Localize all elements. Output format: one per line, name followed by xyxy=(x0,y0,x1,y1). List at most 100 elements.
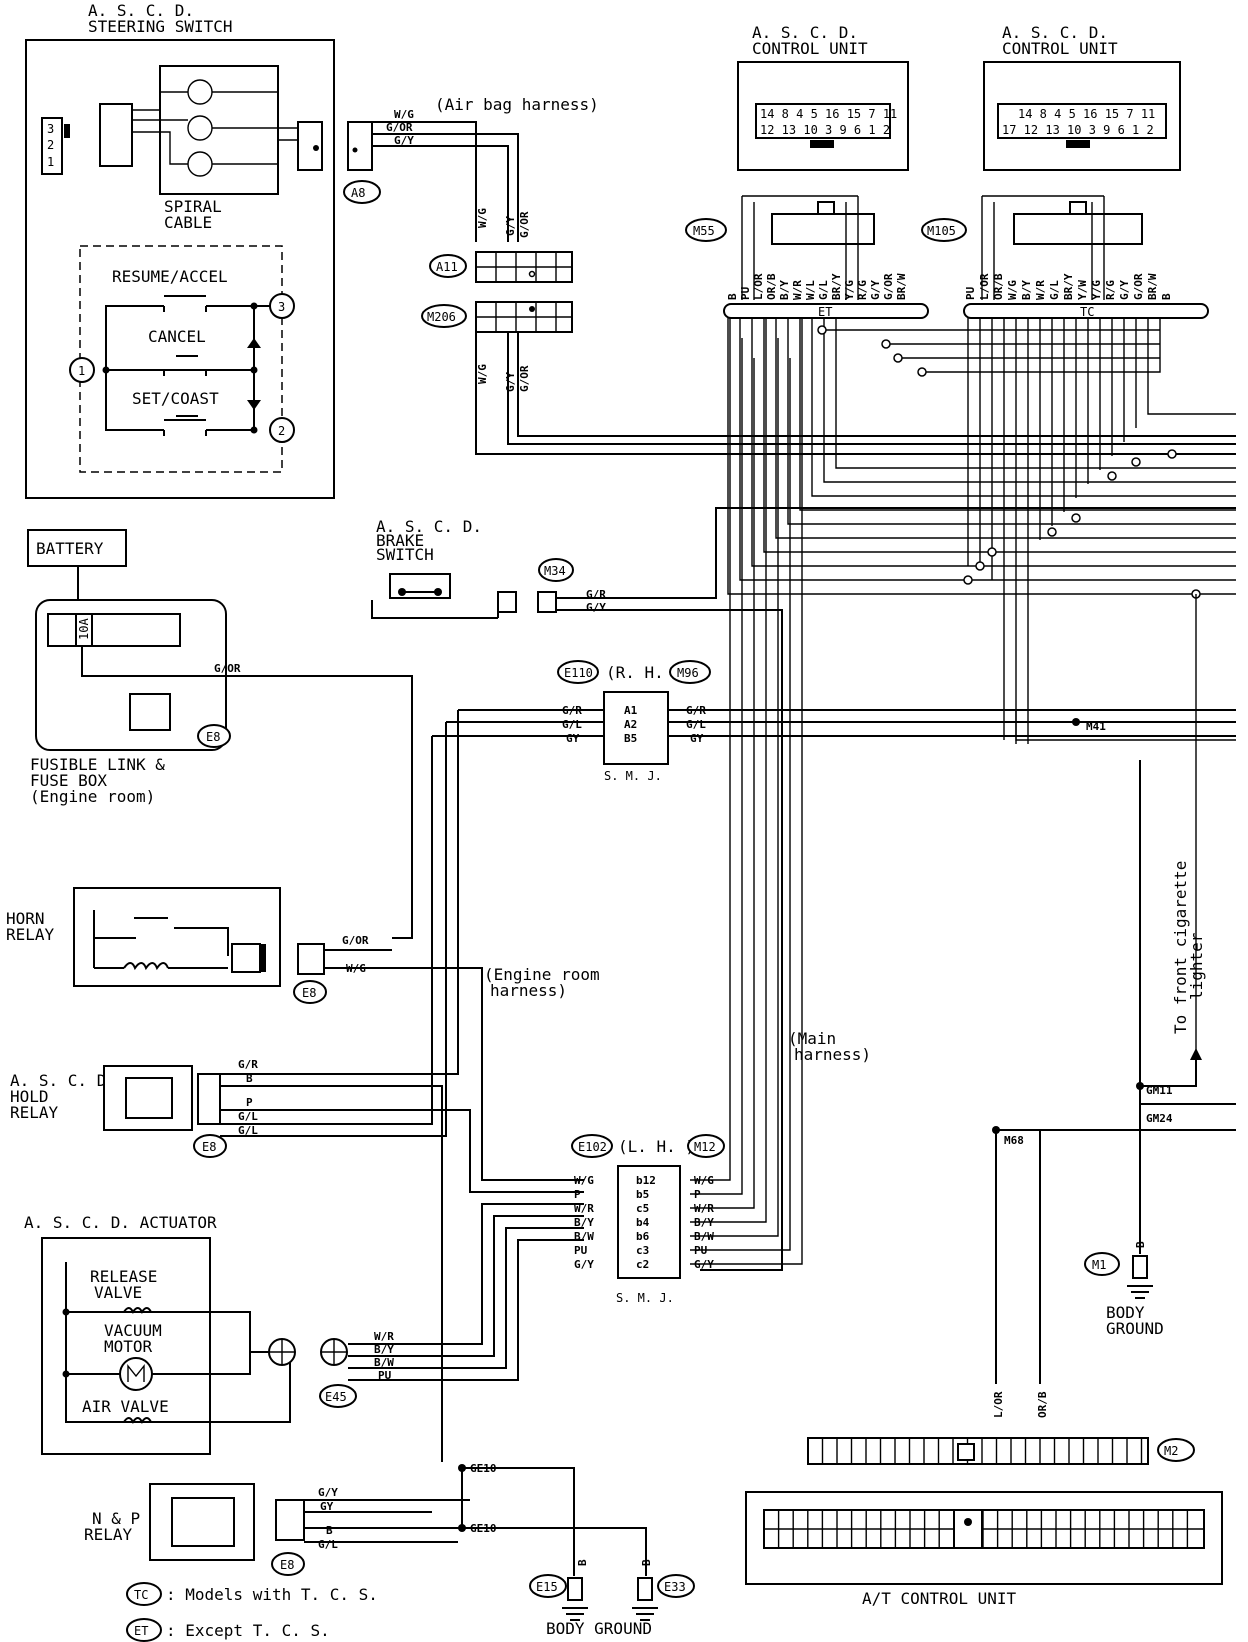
smj-rh-right-gl: G/L xyxy=(686,718,706,731)
hold-relay: A. S. C. D. HOLD RELAY E8 G/R B P G/L G/… xyxy=(10,710,584,1462)
tc-wire-label: OR/B xyxy=(992,273,1005,300)
et-wire-label: BR/Y xyxy=(830,273,843,300)
horn-coil-icon xyxy=(123,962,169,971)
switch-contacts xyxy=(163,306,207,436)
at-cu-key-dot xyxy=(964,1518,972,1526)
tc-wire-label: BR/Y xyxy=(1062,273,1075,300)
e45-tag xyxy=(319,1384,357,1408)
m12-label: M12 xyxy=(694,1140,716,1154)
a8-connector xyxy=(347,121,373,171)
splice-12 xyxy=(963,575,973,585)
m2-connector xyxy=(807,1437,1149,1465)
smj-lh-pin: b6 xyxy=(636,1230,650,1243)
brake-switch-title-2: BRAKE xyxy=(376,531,424,550)
np-wire-gy-col: G/Y xyxy=(318,1486,338,1499)
ge10-label-1: GE10 xyxy=(470,1462,497,1475)
cigarette-arrow-icon xyxy=(1190,1048,1202,1060)
at-control-unit-label: A/T CONTROL UNIT xyxy=(862,1589,1016,1608)
np-wire-b: B xyxy=(326,1524,333,1537)
et-tc-crossovers xyxy=(822,318,1161,373)
et-wire-label: G/L xyxy=(817,280,830,300)
et-wire-label: BR/W xyxy=(895,273,908,300)
m105-harness-lines xyxy=(981,195,1105,300)
m105-label: M105 xyxy=(927,224,956,238)
spiral-cable-box xyxy=(159,65,279,195)
m2-grid xyxy=(821,1438,1143,1464)
cu-et-pins-row2: 12 13 10 3 9 6 1 2 xyxy=(760,123,890,137)
legend-tc-key xyxy=(126,1582,162,1606)
smj-rh: E110 (R. H. ) M96 A1 A2 B5 G/R G/L GY G/… xyxy=(432,660,1236,783)
a11-tag xyxy=(429,254,467,278)
splice-10 xyxy=(987,547,997,557)
et-wire-label: R/G xyxy=(856,280,869,300)
battery-label: BATTERY xyxy=(36,539,104,558)
e33-ground-symbol xyxy=(632,1607,658,1621)
m34-tag xyxy=(538,558,574,582)
m68-node xyxy=(992,1126,1000,1134)
horn-wire-gor: G/OR xyxy=(342,934,369,947)
smj-lh-pin: c3 xyxy=(636,1244,649,1257)
splice-1 xyxy=(817,325,827,335)
fusible-link-label-1: FUSIBLE LINK & xyxy=(30,755,165,774)
spiral-right-connector xyxy=(297,121,323,171)
a8-wire-gy: G/Y xyxy=(394,134,414,147)
e15-wire-b: B xyxy=(576,1559,589,1566)
splice-7 xyxy=(1107,471,1117,481)
steering-switch: A. S. C. D. STEERING SWITCH 3 2 1 SPIRAL… xyxy=(25,1,335,499)
tc-bus-bar xyxy=(963,303,1209,319)
gor-feed xyxy=(81,646,413,939)
gm24-label: GM24 xyxy=(1146,1112,1173,1125)
splice-8 xyxy=(1071,513,1081,523)
vacuum-motor-icon xyxy=(119,1357,153,1391)
e45-connector-cross xyxy=(322,1340,346,1364)
brake-switch-title-3: SWITCH xyxy=(376,545,434,564)
e102-label: E102 xyxy=(578,1140,607,1154)
m55-tag xyxy=(685,218,727,242)
cigarette-label-1: To front cigarette xyxy=(1171,861,1190,1034)
brake-contact-1 xyxy=(398,588,406,596)
e33-tag xyxy=(657,1574,695,1598)
gm11-feed xyxy=(1140,1056,1197,1087)
terminal-1-icon xyxy=(69,357,95,383)
fuse-wire-gor: G/OR xyxy=(214,662,241,675)
right-ground-wires xyxy=(995,760,1236,1384)
a8-label: A8 xyxy=(351,186,365,200)
tc-wire-label: W/R xyxy=(1034,280,1047,300)
brake-contact-2 xyxy=(434,588,442,596)
release-valve-label-2: VALVE xyxy=(94,1283,142,1302)
hold-wire-gl-1: G/L xyxy=(238,1110,258,1123)
smj-rh-left-gy: GY xyxy=(566,732,580,745)
switch-node-3 xyxy=(250,426,258,434)
m105-key xyxy=(1069,201,1087,215)
np-wire-gl: G/L xyxy=(318,1538,338,1551)
e33-wire-b: B xyxy=(640,1559,653,1566)
et-wire-label: B xyxy=(726,293,739,300)
et-bus-bar xyxy=(723,303,929,319)
body-ground-bottom-label: BODY GROUND xyxy=(546,1619,652,1638)
smj-rh-wires xyxy=(432,709,1236,737)
tc-wire-label: R/G xyxy=(1104,280,1117,300)
legend-et-key-label: ET xyxy=(134,1624,148,1638)
smj-lh-main-wire xyxy=(690,358,755,1209)
m206-grid xyxy=(476,302,572,332)
terminal-3-icon xyxy=(269,293,295,319)
et-wire-label: B/Y xyxy=(778,280,791,300)
fusible-link-label-2: FUSE BOX xyxy=(30,771,107,790)
smj-lh-left-wire: B/W xyxy=(574,1230,594,1243)
smj-rh-pin-b5: B5 xyxy=(624,732,637,745)
smj-lh-main-wire xyxy=(690,318,803,1265)
e45-wire-bw: B/W xyxy=(374,1356,394,1369)
m34-wires xyxy=(556,507,1236,1271)
splice-11 xyxy=(975,561,985,571)
legend: TC : Models with T. C. S. ET : Except T.… xyxy=(126,1582,378,1642)
a8-tag xyxy=(343,180,381,204)
hold-relay-label-1: A. S. C. D. xyxy=(10,1071,116,1090)
horn-relay-label-1: HORN xyxy=(6,909,45,928)
cigarette-label-2: lighter xyxy=(1187,932,1206,1000)
smj-rh-pin-a1: A1 xyxy=(624,704,638,717)
m2-key xyxy=(957,1443,975,1461)
